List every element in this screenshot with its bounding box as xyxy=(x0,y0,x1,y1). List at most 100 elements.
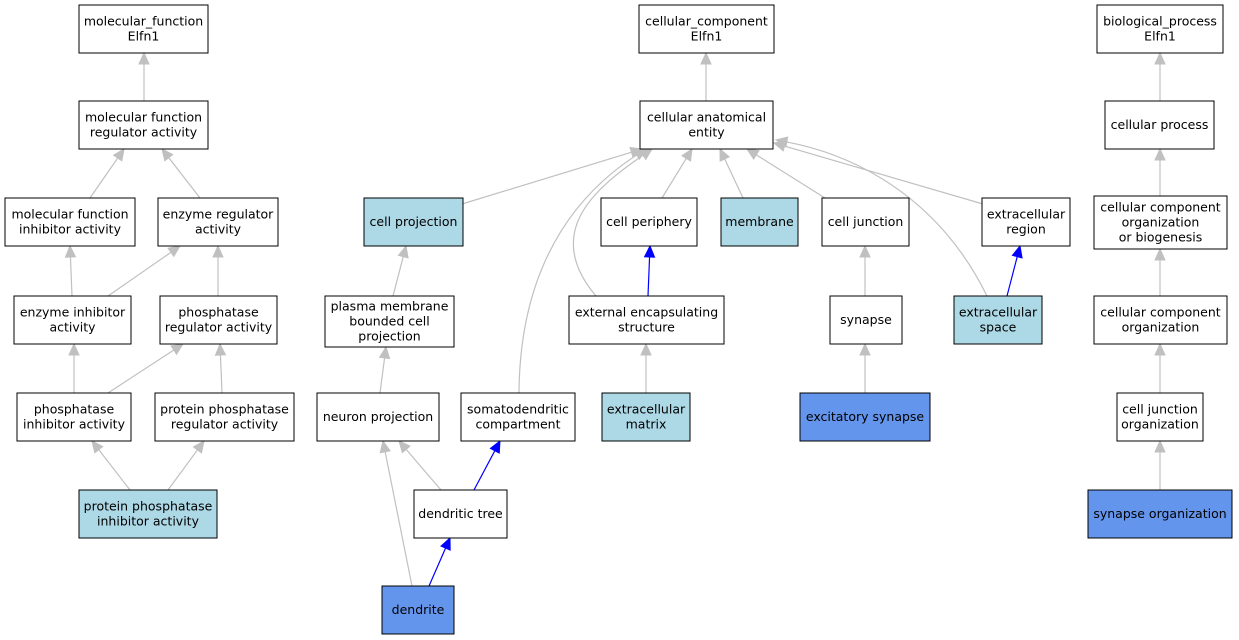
edge-line xyxy=(661,157,688,199)
term-box[interactable] xyxy=(413,489,508,539)
term-box[interactable] xyxy=(821,197,910,247)
term-box[interactable] xyxy=(1087,489,1233,539)
arrowhead xyxy=(1154,147,1166,161)
term-node-exc-syn[interactable]: excitatory synapse xyxy=(799,392,931,442)
term-label-line: cell projection xyxy=(370,214,458,229)
term-label-line: somatodendritic xyxy=(467,402,569,417)
term-box[interactable] xyxy=(16,392,132,442)
arrowhead xyxy=(91,440,104,454)
term-box[interactable] xyxy=(638,4,775,54)
term-node-membrane[interactable]: membrane xyxy=(720,197,799,247)
arrowhead xyxy=(440,536,451,551)
arrowhead xyxy=(64,244,77,258)
term-node-cell-proj[interactable]: cell projection xyxy=(363,197,464,247)
arrowhead xyxy=(1011,244,1023,259)
term-box[interactable] xyxy=(316,392,440,442)
term-box[interactable] xyxy=(324,295,455,348)
arrowhead xyxy=(1154,247,1166,261)
term-box[interactable] xyxy=(1096,4,1224,54)
term-node-cell-proc[interactable]: cellular process xyxy=(1104,100,1215,150)
term-box[interactable] xyxy=(4,197,136,247)
term-box[interactable] xyxy=(381,585,455,635)
edge-cell_junc-to-cae xyxy=(745,148,826,199)
term-box[interactable] xyxy=(568,295,725,345)
arrowhead xyxy=(138,51,150,65)
edge-line xyxy=(107,251,173,297)
term-box[interactable] xyxy=(13,295,132,345)
term-box[interactable] xyxy=(78,4,209,54)
term-box[interactable] xyxy=(639,100,774,150)
term-box[interactable] xyxy=(601,392,691,442)
edge-ext_encap-to-cell_periph xyxy=(643,244,656,297)
edge-membrane-to-cae xyxy=(719,147,744,199)
term-box[interactable] xyxy=(1116,392,1204,442)
term-node-cell-junc[interactable]: cell junction xyxy=(821,197,910,247)
term-label-line: neuron projection xyxy=(323,409,433,424)
term-label-line: excitatory synapse xyxy=(806,409,925,424)
edge-line xyxy=(219,353,223,394)
term-box[interactable] xyxy=(600,197,698,247)
term-box[interactable] xyxy=(953,295,1043,345)
term-box[interactable] xyxy=(1104,100,1215,150)
term-label-line: cell periphery xyxy=(606,214,692,229)
term-label-line: synapse xyxy=(840,312,892,327)
arrowhead xyxy=(192,440,205,454)
term-node-syn-org[interactable]: synapse organization xyxy=(1087,489,1233,539)
term-box[interactable] xyxy=(78,489,218,539)
term-box[interactable] xyxy=(460,392,576,442)
term-box[interactable] xyxy=(159,295,278,345)
term-box[interactable] xyxy=(981,197,1071,247)
edge-extra_region-to-cae xyxy=(772,140,984,205)
term-label-line: molecular_function xyxy=(84,14,203,29)
term-node-cell-periph[interactable]: cell periphery xyxy=(600,197,698,247)
term-label-line: enzyme regulator xyxy=(163,207,275,222)
edge-line xyxy=(89,156,119,199)
term-label-line: extracellular xyxy=(959,305,1038,320)
term-node-dend-tree[interactable]: dendritic tree xyxy=(413,489,508,539)
term-label-line: synapse organization xyxy=(1093,506,1226,521)
term-box[interactable] xyxy=(720,197,799,247)
term-box[interactable] xyxy=(78,100,209,150)
term-box[interactable] xyxy=(1093,195,1228,250)
term-box[interactable] xyxy=(363,197,464,247)
edge-cco-to-ccob xyxy=(1154,247,1166,296)
term-box[interactable] xyxy=(829,295,903,345)
term-node-synapse[interactable]: synapse xyxy=(829,295,903,345)
term-node-dendrite[interactable]: dendrite xyxy=(381,585,455,635)
term-box[interactable] xyxy=(154,392,295,442)
term-box[interactable] xyxy=(157,197,279,247)
edge-ext_encap-to-cae xyxy=(572,148,653,297)
term-node-neuron-proj[interactable]: neuron projection xyxy=(316,392,440,442)
term-box[interactable] xyxy=(1093,295,1228,345)
edge-line xyxy=(785,141,988,297)
term-label-line: cellular component xyxy=(1100,305,1220,320)
edge-extra_space-to-extra_region xyxy=(1006,244,1023,297)
arrowhead xyxy=(719,147,731,162)
edge-enz_inhib-to-mf_inhib xyxy=(64,244,77,297)
term-label-line: regulator activity xyxy=(171,417,279,432)
term-box[interactable] xyxy=(799,392,931,442)
term-label-line: phosphatase xyxy=(34,402,115,417)
arrowhead xyxy=(68,342,80,356)
